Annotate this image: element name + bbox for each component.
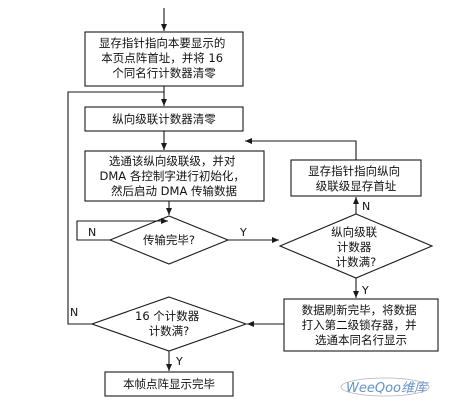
transfer-done-diamond [108,215,230,265]
pointer-init-text: 显存指针指向本要显示的 本页点阵首址，并将 16 个同名行计数器清零 [99,36,229,80]
transfer-done-text: 传输完毕? [143,233,195,247]
watermark-swirl-icon [340,377,430,397]
vert-yes-label: Y [361,284,369,297]
dma-setup-text: 选通该纵向级联级，并对 DMA 各控制字进行初始化， 然后启动 DMA 传输数据 [100,154,249,198]
dma-setup-box [84,150,265,202]
loop-sixteen-no [67,91,164,325]
loop-transfer-no [76,218,168,241]
sixteen-yes-label: Y [175,355,183,368]
vert-counter-clear-box [84,106,244,132]
vert-counter-full-text: 纵向级联 计数器 计数满? [331,225,381,269]
arrow-pointer-to-dma [245,138,357,160]
pointer-next-text: 显存指针指向纵向 级联级显存首址 [308,164,404,193]
weeqoo-watermark-logo: WeeQoo维库 [340,377,430,397]
transfer-no-label: N [88,226,96,239]
transfer-yes-label: Y [239,226,247,239]
vert-counter-clear-text: 纵向级联计数器清零 [112,112,216,126]
refresh-latch-text: 数据刷新完毕，将数据 打入第二级锁存器，并 选通本同名行显示 [302,303,421,347]
refresh-latch-box [283,298,439,352]
vert-no-label: N [362,200,370,213]
frame-done-text: 本帧点阵显示完毕 [123,377,215,391]
pointer-init-box [84,31,244,87]
pointer-next-box [290,159,422,197]
frame-done-box [104,371,234,397]
sixteen-no-label: N [70,306,78,319]
svg-text:WeeQoo维库: WeeQoo维库 [346,381,429,396]
sixteen-counters-full-text: 16 个计数器 计数满? [135,309,203,338]
